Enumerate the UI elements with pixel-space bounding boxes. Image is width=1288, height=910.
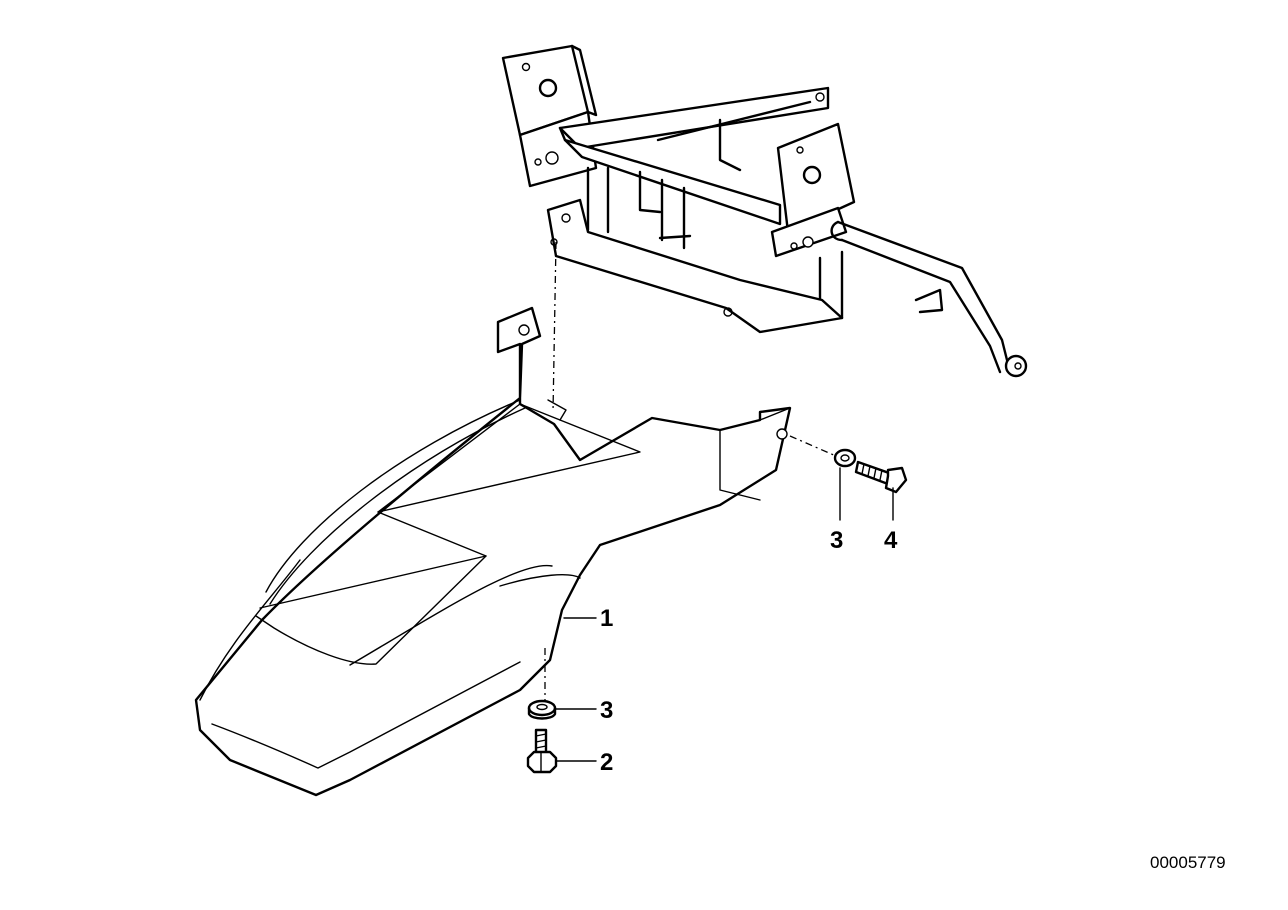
assembly-lines [544,241,837,700]
washer-lower [527,699,557,720]
callout-1: 1 [600,605,613,632]
bolt-4 [854,460,908,494]
callout-2: 2 [600,749,613,776]
callout-leaders [555,467,894,762]
callout-3-lower: 3 [600,697,613,724]
washer-upper [833,448,857,468]
callout-3-upper: 3 [830,527,843,554]
reference-number: 00005779 [1150,853,1226,872]
rear-fender [194,306,792,797]
callout-4: 4 [884,527,898,554]
mounting-bracket-frame [501,44,1028,378]
bolt-2 [526,728,558,774]
